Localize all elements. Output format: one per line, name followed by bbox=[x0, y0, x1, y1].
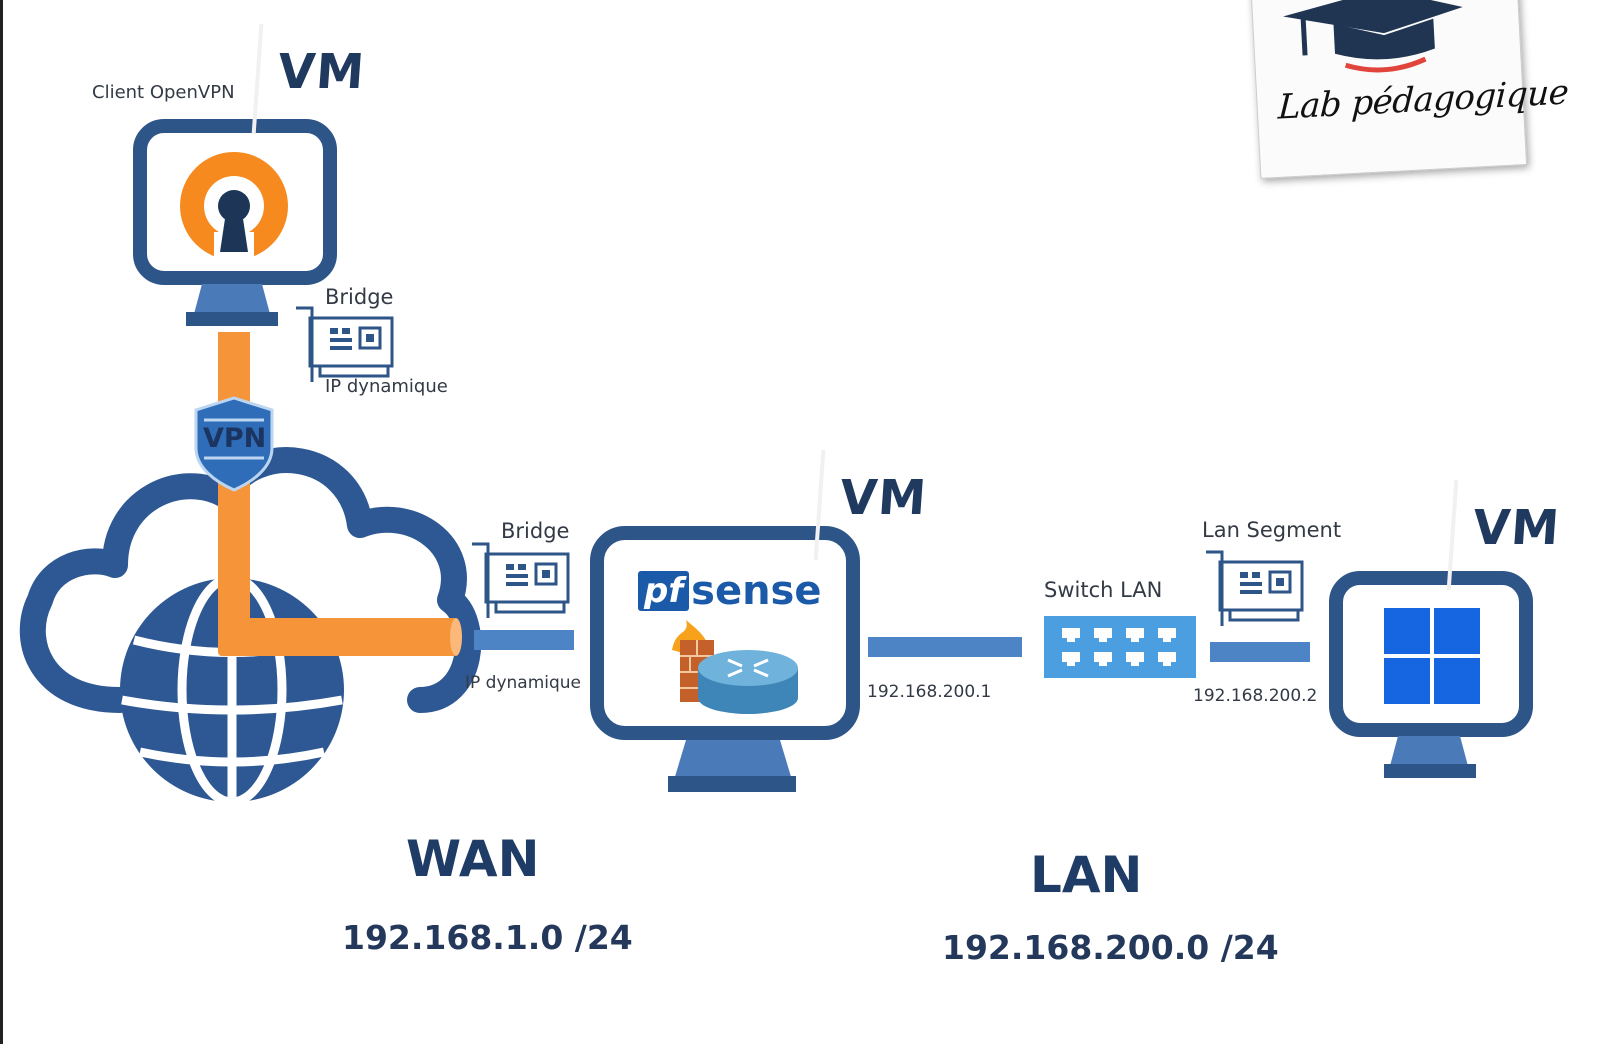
vm-label-windows: VM bbox=[1471, 500, 1562, 556]
graduation-cap-icon bbox=[1283, 0, 1463, 73]
pfsense-logo-pf: pf bbox=[638, 571, 690, 611]
windows-lan-ip: 192.168.200.2 bbox=[1193, 686, 1318, 706]
openvpn-client-monitor bbox=[133, 119, 337, 326]
wan-subnet: 192.168.1.0 /24 bbox=[342, 918, 633, 957]
ip-dynamique-label-openvpn: IP dynamique bbox=[325, 376, 448, 397]
pfsense-logo-sense: sense bbox=[691, 568, 822, 614]
lab-badge-card bbox=[1249, 0, 1528, 179]
bridge-label-openvpn: Bridge bbox=[325, 285, 394, 309]
vm-label-openvpn: VM bbox=[276, 44, 367, 100]
openvpn-logo-icon bbox=[180, 152, 288, 262]
vpn-shield-label: VPN bbox=[203, 423, 267, 454]
wan-title: WAN bbox=[406, 830, 540, 888]
firewall-router-icon bbox=[672, 620, 798, 714]
vpn-tunnel bbox=[218, 332, 462, 656]
lan-link-switch-windows bbox=[1210, 642, 1310, 662]
switch-icon bbox=[1044, 616, 1196, 678]
switch-lan-label: Switch LAN bbox=[1044, 578, 1163, 602]
pfsense-lan-ip: 192.168.200.1 bbox=[867, 682, 992, 702]
windows-logo-icon bbox=[1384, 608, 1480, 704]
lan-title: LAN bbox=[1030, 846, 1143, 904]
left-edge-border bbox=[0, 0, 3, 1044]
network-card-icon bbox=[1206, 550, 1304, 626]
lan-link-pfsense-switch bbox=[868, 637, 1022, 657]
lan-subnet: 192.168.200.0 /24 bbox=[942, 928, 1279, 967]
ip-dynamique-label-wan: IP dynamique bbox=[465, 673, 582, 693]
wan-link bbox=[474, 630, 574, 650]
network-card-icon bbox=[472, 542, 570, 618]
bridge-label-wan: Bridge bbox=[501, 519, 570, 543]
client-openvpn-label: Client OpenVPN bbox=[92, 82, 235, 103]
lan-segment-label: Lan Segment bbox=[1202, 518, 1342, 542]
network-card-icon bbox=[296, 306, 394, 382]
vm-label-pfsense: VM bbox=[838, 470, 929, 526]
windows-client-monitor bbox=[1329, 571, 1533, 778]
vpn-shield-icon bbox=[194, 396, 274, 492]
